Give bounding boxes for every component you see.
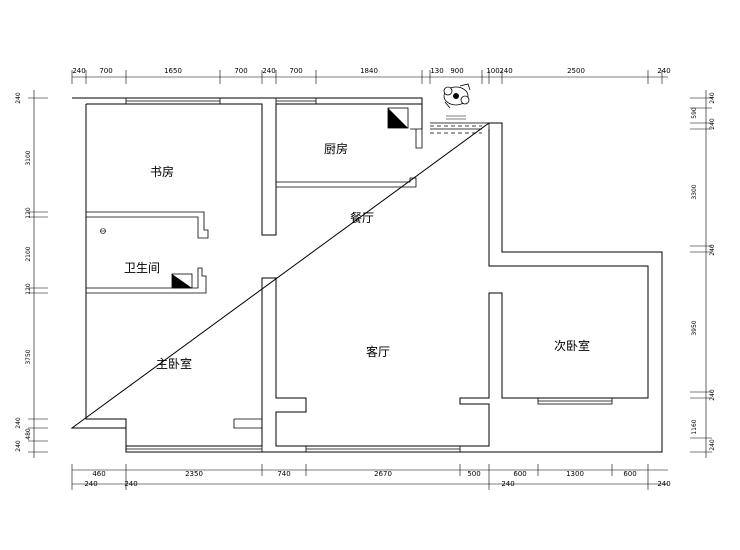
left-dimension-line [28, 90, 48, 458]
dim-label: 240 [709, 439, 716, 451]
dim-label: 240 [501, 480, 514, 488]
dim-label: 2500 [567, 67, 585, 75]
room-label-bathroom: 卫生间 [124, 261, 160, 275]
dim-label: 700 [289, 67, 302, 75]
dim-label: 240 [15, 92, 22, 104]
room-labels: 书房 厨房 餐厅 卫生间 主卧室 客厅 次卧室 [124, 141, 590, 371]
bottom-dimension-labels: 460 2350 740 2670 500 600 1300 600 240 2… [84, 470, 670, 488]
dim-label: 240 [262, 67, 275, 75]
dim-label: 740 [277, 470, 290, 478]
dim-label: 240 [709, 389, 716, 401]
right-dimension-line [690, 90, 712, 458]
room-label-dining: 餐厅 [350, 210, 374, 225]
dim-label: 120 [25, 283, 32, 295]
room-label-study: 书房 [150, 164, 174, 179]
dim-label: 240 [15, 417, 22, 429]
dim-label: 100 [486, 67, 499, 75]
dim-label: 700 [234, 67, 247, 75]
dim-label: 130 [430, 67, 443, 75]
dim-label: 900 [450, 67, 463, 75]
entrance-marker-icon [443, 83, 471, 109]
dim-label: 460 [92, 470, 105, 478]
room-label-second-bedroom: 次卧室 [554, 338, 590, 353]
dim-label: 240 [84, 480, 97, 488]
bottom-dimension-line [71, 464, 668, 490]
floor-drain-icon [100, 228, 106, 234]
dim-label: 120 [25, 207, 32, 219]
dim-label: 3750 [25, 349, 32, 364]
dim-label: 480 [25, 428, 32, 440]
top-dimension-labels: 240 700 1650 700 240 700 1840 130 900 10… [72, 67, 670, 75]
outer-walls [70, 97, 663, 453]
dim-label: 3950 [691, 320, 698, 335]
dim-label: 240 [499, 67, 512, 75]
dim-label: 240 [709, 92, 716, 104]
right-dimension-labels: 240 590 240 3300 240 3950 240 1160 240 [691, 92, 716, 451]
dim-label: 2670 [374, 470, 392, 478]
left-dimension-labels: 240 3100 120 2100 120 3750 240 480 240 [15, 92, 32, 452]
room-label-master-bedroom: 主卧室 [156, 356, 192, 371]
dim-label: 1160 [691, 419, 698, 434]
dim-label: 240 [72, 67, 85, 75]
dim-label: 600 [513, 470, 526, 478]
dim-label: 2100 [25, 246, 32, 261]
dim-label: 2350 [185, 470, 203, 478]
dim-label: 240 [15, 440, 22, 452]
dim-label: 1650 [164, 67, 182, 75]
dim-label: 3300 [691, 184, 698, 199]
dim-label: 240 [657, 67, 670, 75]
dim-label: 240 [124, 480, 137, 488]
top-dimension-line [71, 70, 668, 84]
room-label-kitchen: 厨房 [324, 141, 348, 156]
dim-label: 590 [691, 107, 698, 119]
shaft-icon [171, 107, 409, 289]
room-label-living-room: 客厅 [366, 344, 390, 359]
interior-walls [86, 122, 490, 429]
dim-label: 240 [657, 480, 670, 488]
entry-opening [430, 115, 482, 134]
dim-label: 500 [467, 470, 480, 478]
dim-label: 1300 [566, 470, 584, 478]
dim-label: 240 [709, 118, 716, 130]
windows [125, 97, 613, 453]
dim-label: 700 [99, 67, 112, 75]
dim-label: 600 [623, 470, 636, 478]
dim-label: 3100 [25, 150, 32, 165]
dim-label: 1840 [360, 67, 378, 75]
dim-label: 240 [709, 244, 716, 256]
